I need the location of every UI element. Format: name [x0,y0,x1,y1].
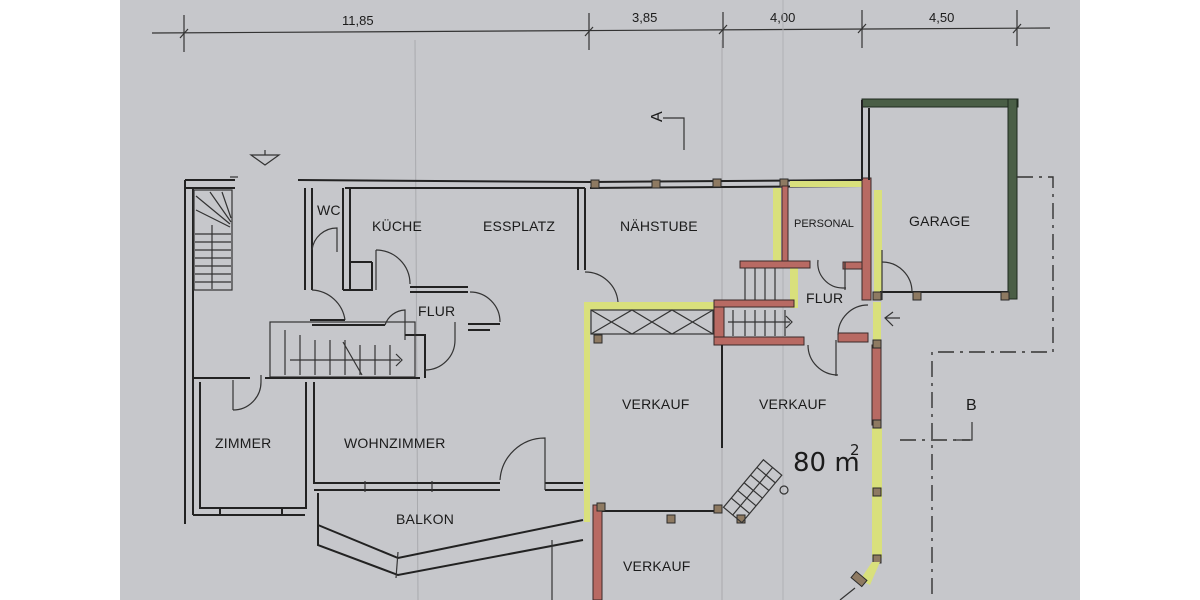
entrance-triangle-icon [249,150,281,166]
entrance-arrow-icon [884,311,900,327]
room-label-zimmer: ZIMMER [215,435,271,451]
room-label-garage: GARAGE [909,213,970,229]
room-label-essplatz: ESSPLATZ [483,218,555,234]
svg-text:B: B [966,397,977,414]
residential-wing [184,176,619,600]
room-label-naehstube: NÄHSTUBE [620,218,698,234]
room-label-wohnzimmer: WOHNZIMMER [344,435,446,451]
svg-text:A: A [649,111,666,122]
section-mark-a-icon: A [649,111,685,150]
area-annotation-superscript: 2 [850,441,860,459]
room-label-flur-right: FLUR [806,290,843,306]
room-label-verkauf-1: VERKAUF [622,396,690,412]
area-annotation: 80 m [793,448,860,478]
commercial-wing [584,177,900,600]
room-label-balkon: BALKON [396,511,454,527]
section-mark-b-icon: B [955,397,977,441]
room-label-kueche: KÜCHE [372,217,422,234]
room-label-personal: PERSONAL [794,218,854,230]
dimension-label: 11,85 [342,13,374,28]
room-label-verkauf-2: VERKAUF [759,396,827,412]
room-label-verkauf-3: VERKAUF [623,558,691,574]
garage-block [861,98,1054,600]
dimension-label: 4,50 [929,10,954,25]
dimension-line: 11,85 3,85 4,00 4,50 [151,10,1051,52]
room-label-flur-left: FLUR [418,303,455,319]
dimension-label: 3,85 [632,10,657,25]
room-label-wc: WC [317,202,341,218]
